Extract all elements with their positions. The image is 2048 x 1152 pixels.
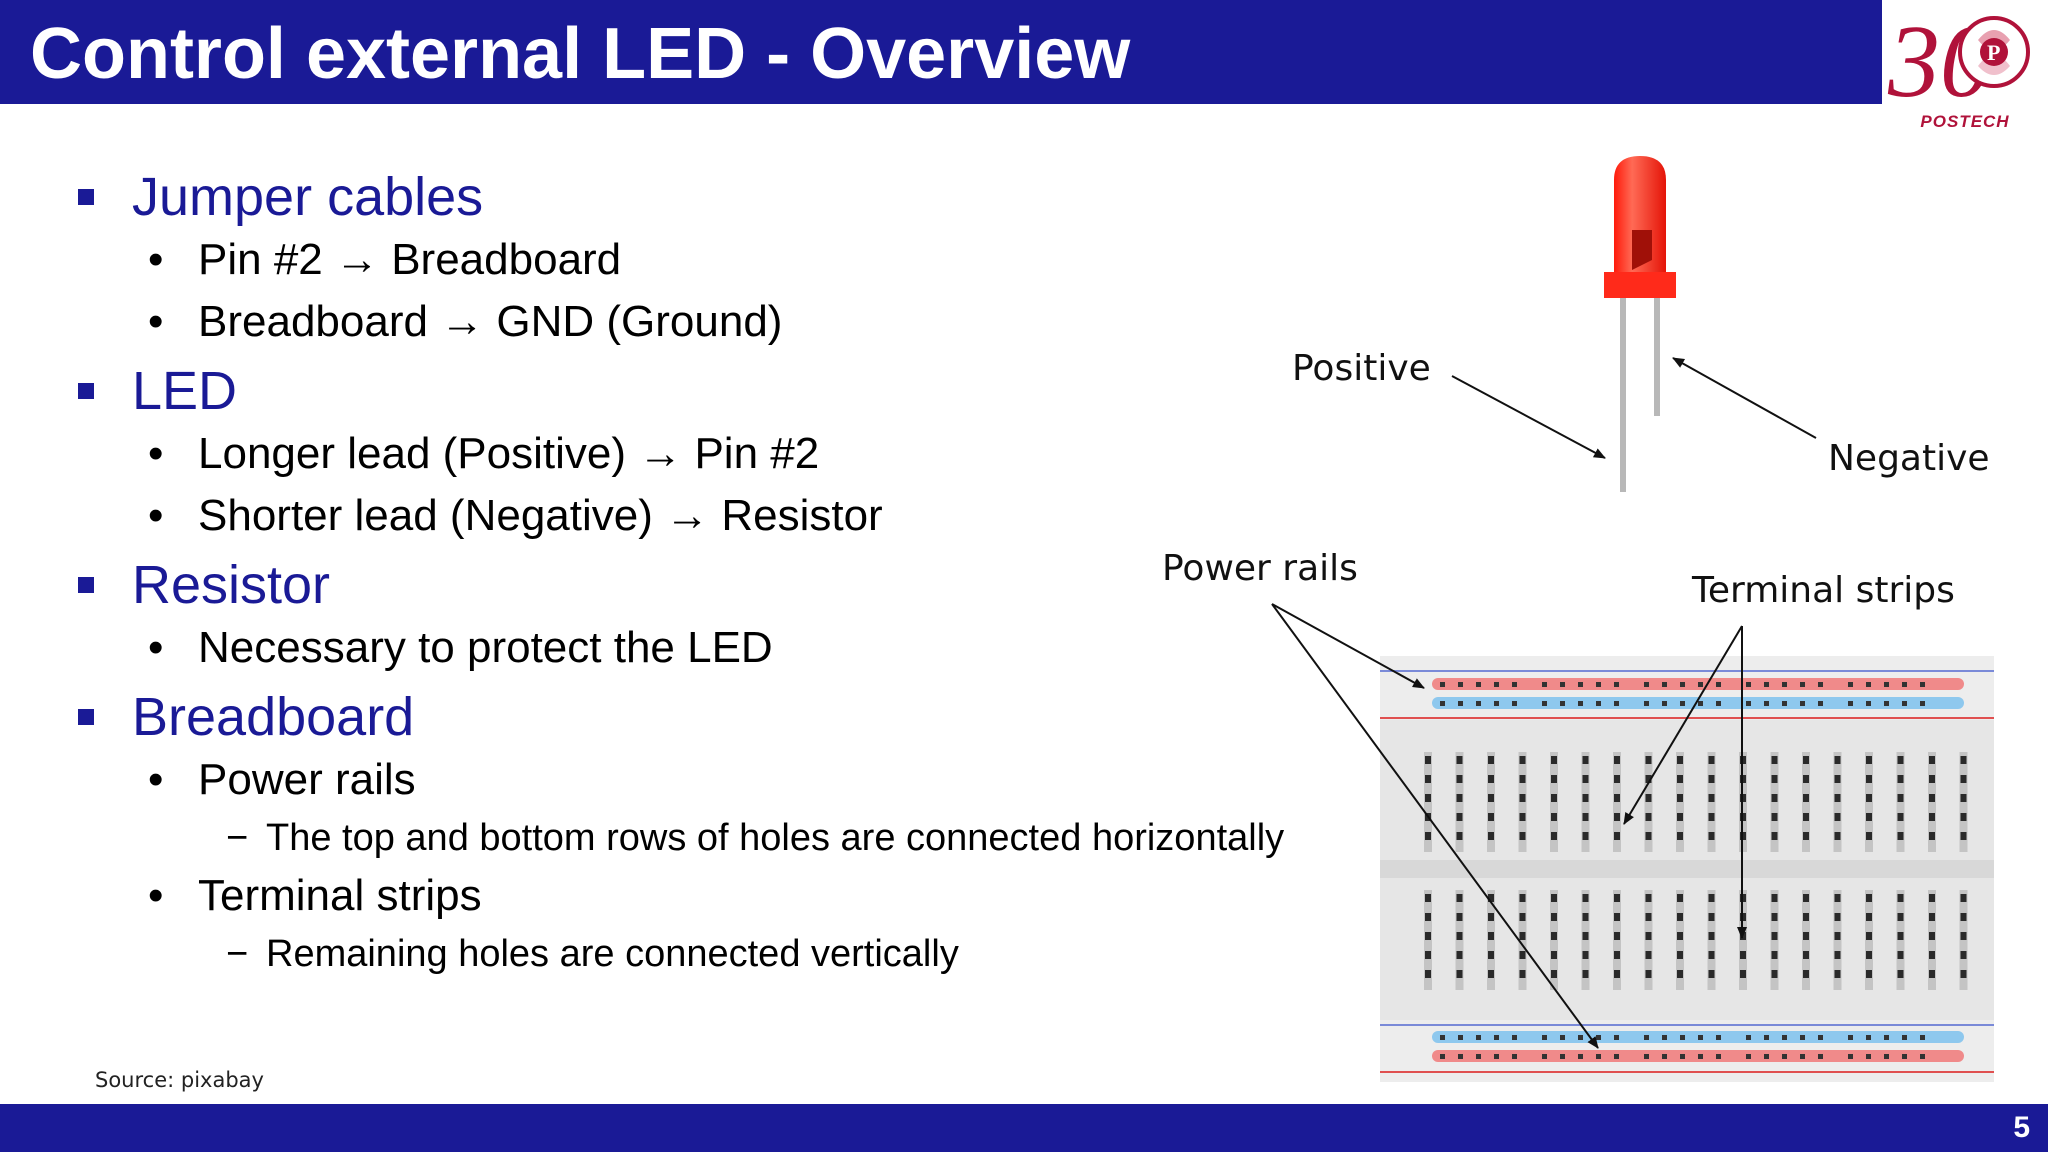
sub-bullet-text: Pin #2 → Breadboard: [198, 235, 622, 284]
sub-bullet: • Pin #2 → Breadboard: [70, 229, 1370, 291]
dot-bullet-icon: •: [148, 491, 164, 540]
heading-text: LED: [132, 361, 238, 421]
title-bar: Control external LED - Overview: [0, 0, 1882, 104]
square-bullet-icon: [78, 189, 94, 205]
sub-sub-bullet-text: Remaining holes are connected vertically: [266, 933, 959, 975]
dot-bullet-icon: •: [148, 755, 164, 804]
sub-bullet-text: Shorter lead (Negative) → Resistor: [198, 491, 883, 540]
sub-bullet: • Longer lead (Positive) → Pin #2: [70, 423, 1370, 485]
sub-bullet: • Power rails: [70, 749, 1370, 811]
bullet-led: LED: [70, 359, 1370, 423]
sub-bullet-text: Breadboard → GND (Ground): [198, 297, 783, 346]
source-credit: Source: pixabay: [95, 1068, 264, 1092]
footer-bar: 5: [0, 1104, 2048, 1152]
sub-bullet-text: Power rails: [198, 755, 416, 804]
sub-sub-bullet: −Remaining holes are connected verticall…: [70, 927, 1370, 981]
dot-bullet-icon: •: [148, 297, 164, 346]
red-led-icon: [1604, 156, 1676, 492]
square-bullet-icon: [78, 577, 94, 593]
postech-logo: 30 P POSTECH: [1882, 0, 2048, 160]
svg-text:P: P: [1987, 40, 2000, 65]
power-rails-label: Power rails: [1162, 548, 1358, 589]
slide-title: Control external LED - Overview: [30, 14, 1131, 94]
sub-bullet: • Necessary to protect the LED: [70, 617, 1370, 679]
sub-bullet-text: Terminal strips: [198, 871, 482, 920]
bullet-breadboard: Breadboard: [70, 685, 1370, 749]
bullet-list: Jumper cables • Pin #2 → Breadboard • Brea…: [70, 165, 1370, 981]
sub-bullet: • Breadboard → GND (Ground): [70, 291, 1370, 353]
power-rails-arrow-top: [1271, 603, 1425, 689]
dot-bullet-icon: •: [148, 871, 164, 920]
dash-bullet-icon: −: [226, 933, 249, 975]
sub-sub-bullet-text: The top and bottom rows of holes are con…: [266, 817, 1285, 859]
power-rails-arrow-bottom: [1271, 603, 1599, 1049]
bullet-resistor: Resistor: [70, 553, 1370, 617]
heading-text: Resistor: [132, 555, 331, 615]
sub-bullet-text: Longer lead (Positive) → Pin #2: [198, 429, 820, 478]
positive-label: Positive: [1292, 348, 1431, 389]
negative-arrow: [1672, 357, 1817, 439]
sub-bullet-text: Necessary to protect the LED: [198, 623, 773, 672]
page-number: 5: [2013, 1111, 2030, 1144]
logo-name: POSTECH: [1920, 112, 2010, 131]
dot-bullet-icon: •: [148, 429, 164, 478]
square-bullet-icon: [78, 709, 94, 725]
led-breadboard-diagram: [1271, 156, 1994, 1082]
heading-text: Breadboard: [132, 687, 415, 747]
anniversary-logo-icon: 30 P: [1887, 4, 2030, 119]
heading-text: Jumper cables: [132, 167, 484, 227]
negative-label: Negative: [1828, 438, 1990, 479]
positive-arrow: [1451, 375, 1606, 459]
terminal-strips-label: Terminal strips: [1692, 570, 1955, 611]
square-bullet-icon: [78, 383, 94, 399]
terminal-strips-arrow-left: [1623, 625, 1743, 825]
dash-bullet-icon: −: [226, 817, 249, 859]
sub-sub-bullet: −The top and bottom rows of holes are co…: [70, 811, 1370, 865]
sub-bullet: • Terminal strips: [70, 865, 1370, 927]
dot-bullet-icon: •: [148, 235, 164, 284]
sub-bullet: • Shorter lead (Negative) → Resistor: [70, 485, 1370, 547]
dot-bullet-icon: •: [148, 623, 164, 672]
breadboard-image: [1380, 656, 1994, 1082]
bullet-jumper-cables: Jumper cables: [70, 165, 1370, 229]
